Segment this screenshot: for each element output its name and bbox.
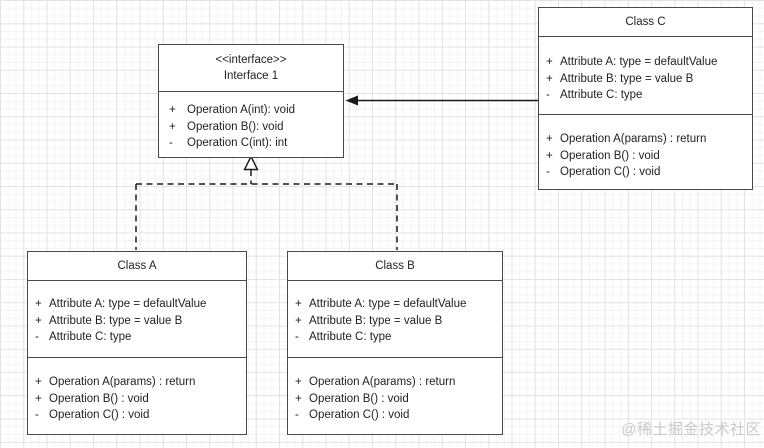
visibility-marker: -: [546, 89, 550, 101]
visibility-marker: +: [295, 314, 302, 327]
member-text: Attribute C: type: [560, 89, 643, 101]
member-text: Operation A(params) : return: [309, 376, 456, 388]
member-text: Operation C() : void: [560, 166, 661, 178]
member-row: + Attribute B: type = value B: [28, 313, 246, 330]
member-text: Attribute B: type = value B: [560, 72, 694, 85]
hollow-triangle-arrowhead-icon: [243, 154, 259, 171]
association-edge-classC-to-interface1: [345, 95, 538, 106]
member-text: Attribute A: type = defaultValue: [49, 298, 207, 310]
visibility-marker: -: [35, 409, 39, 421]
classB-name: Class B: [375, 259, 415, 272]
member-row: + Operation B() : void: [539, 148, 752, 165]
uml-node-classC: Class C + Attribute A: type = defaultVal…: [538, 7, 753, 190]
visibility-marker: +: [546, 72, 553, 85]
member-row: - Attribute C: type: [288, 329, 502, 346]
uml-node-interface1: <<interface>> Interface 1 + Operation A(…: [158, 44, 344, 158]
member-text: Operation A(params) : return: [560, 133, 707, 145]
member-text: Attribute A: type = defaultValue: [560, 56, 718, 68]
visibility-marker: -: [295, 409, 299, 421]
classA-name: Class A: [117, 259, 157, 272]
interface1-name: Interface 1: [223, 70, 279, 82]
visibility-marker: +: [35, 376, 42, 388]
visibility-marker: -: [35, 331, 39, 343]
member-row: - Operation C() : void: [539, 164, 752, 181]
classA-header: Class A: [28, 252, 246, 281]
visibility-marker: +: [169, 104, 176, 116]
interface1-header: <<interface>> Interface 1: [159, 45, 343, 92]
member-row: - Operation C() : void: [288, 407, 502, 424]
member-text: Operation C(int): int: [187, 137, 288, 149]
member-row: + Operation A(params) : return: [288, 374, 502, 391]
member-text: Attribute C: type: [49, 331, 132, 343]
member-row: + Operation A(params) : return: [539, 131, 752, 148]
classC-header: Class C: [539, 8, 752, 37]
interface1-stereotype: <<interface>>: [215, 53, 287, 66]
visibility-marker: +: [35, 392, 42, 405]
member-text: Attribute C: type: [309, 331, 392, 343]
visibility-marker: +: [546, 133, 553, 145]
classA-attributes: + Attribute A: type = defaultValue + Att…: [28, 281, 246, 358]
classC-attributes: + Attribute A: type = defaultValue + Att…: [539, 37, 752, 115]
member-text: Operation C() : void: [309, 409, 410, 421]
member-text: Operation C() : void: [49, 409, 150, 421]
member-row: + Operation A(int): void: [159, 102, 343, 119]
filled-arrowhead-icon: [345, 95, 358, 106]
uml-node-classB: Class B + Attribute A: type = defaultVal…: [287, 251, 503, 435]
visibility-marker: +: [35, 298, 42, 310]
interface1-operations: + Operation A(int): void + Operation B()…: [159, 92, 343, 152]
classB-header: Class B: [288, 252, 502, 281]
classB-operations: + Operation A(params) : return + Operati…: [288, 358, 502, 424]
visibility-marker: +: [295, 392, 302, 405]
visibility-marker: -: [169, 137, 173, 149]
member-text: Operation B() : void: [560, 149, 660, 162]
visibility-marker: +: [546, 56, 553, 68]
member-row: - Attribute C: type: [539, 87, 752, 104]
member-text: Operation B() : void: [309, 392, 409, 405]
member-row: + Attribute A: type = defaultValue: [539, 54, 752, 71]
visibility-marker: +: [169, 120, 176, 133]
visibility-marker: +: [546, 149, 553, 162]
member-row: - Attribute C: type: [28, 329, 246, 346]
member-row: + Attribute A: type = defaultValue: [28, 296, 246, 313]
member-row: + Operation B() : void: [288, 391, 502, 408]
classC-name: Class C: [625, 15, 666, 28]
member-text: Operation B(): void: [187, 120, 284, 133]
visibility-marker: +: [295, 376, 302, 388]
member-text: Attribute B: type = value B: [309, 314, 443, 327]
realization-edge-classA-classB-to-interface1: [135, 170, 398, 250]
member-row: - Operation C(int): int: [159, 135, 343, 152]
member-row: + Attribute B: type = value B: [288, 313, 502, 330]
classC-operations: + Operation A(params) : return + Operati…: [539, 115, 752, 181]
visibility-marker: +: [35, 314, 42, 327]
classA-operations: + Operation A(params) : return + Operati…: [28, 358, 246, 424]
member-row: + Attribute B: type = value B: [539, 71, 752, 88]
member-text: Operation B() : void: [49, 392, 149, 405]
member-text: Attribute B: type = value B: [49, 314, 183, 327]
classB-attributes: + Attribute A: type = defaultValue + Att…: [288, 281, 502, 358]
member-row: + Operation B() : void: [28, 391, 246, 408]
visibility-marker: -: [295, 331, 299, 343]
member-text: Operation A(int): void: [187, 104, 296, 116]
member-row: + Attribute A: type = defaultValue: [288, 296, 502, 313]
member-text: Attribute A: type = defaultValue: [309, 298, 467, 310]
member-row: - Operation C() : void: [28, 407, 246, 424]
member-row: + Operation B(): void: [159, 119, 343, 136]
uml-node-classA: Class A + Attribute A: type = defaultVal…: [27, 251, 247, 435]
watermark: @稀土掘金技术社区: [621, 421, 761, 438]
visibility-marker: -: [546, 166, 550, 178]
visibility-marker: +: [295, 298, 302, 310]
member-text: Operation A(params) : return: [49, 376, 196, 388]
member-row: + Operation A(params) : return: [28, 374, 246, 391]
